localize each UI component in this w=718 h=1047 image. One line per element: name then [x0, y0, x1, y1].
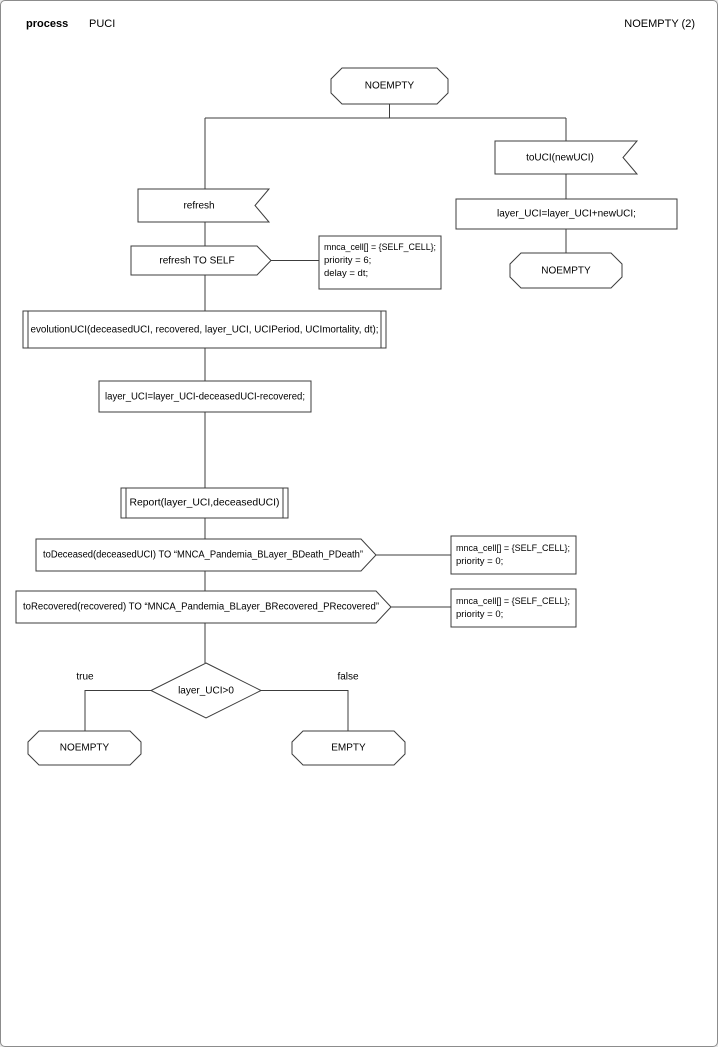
process-name: PUCI [89, 18, 115, 30]
procedure-label: Report(layer_UCI,deceasedUCI) [130, 498, 280, 509]
output-torecovered: toRecovered(recovered) TO “MNCA_Pandemia… [15, 590, 392, 624]
note-line: priority = 0; [456, 609, 503, 620]
note-box [318, 235, 442, 290]
task-layer-subtract: layer_UCI=layer_UCI-deceasedUCI-recovere… [98, 380, 312, 413]
note-line: mnca_cell[] = {SELF_CELL}; [456, 596, 570, 607]
note-recovered: mnca_cell[] = {SELF_CELL}; priority = 0; [450, 588, 577, 628]
output-label: refresh TO SELF [159, 256, 234, 267]
note-box [450, 535, 577, 575]
state-label: NOEMPTY [60, 743, 110, 754]
task-layer-add: layer_UCI=layer_UCI+newUCI; [455, 198, 678, 230]
input-label: toUCI(newUCI) [526, 153, 594, 164]
input-label: refresh [183, 201, 214, 212]
decision-layeruci: layer_UCI>0 [149, 662, 263, 719]
procedure-label: evolutionUCI(deceasedUCI, recovered, lay… [31, 325, 379, 336]
procedure-report: Report(layer_UCI,deceasedUCI) [120, 487, 289, 519]
note-refresh: mnca_cell[] = {SELF_CELL}; priority = 6;… [318, 235, 442, 290]
branch-label-true: true [76, 672, 94, 683]
note-deceased: mnca_cell[] = {SELF_CELL}; priority = 0; [450, 535, 577, 575]
state-noempty-bottom: NOEMPTY [27, 730, 142, 766]
task-label: layer_UCI=layer_UCI+newUCI; [497, 209, 636, 220]
output-signal-shape [15, 590, 392, 624]
procedure-shape [120, 487, 289, 519]
output-refresh-self: refresh TO SELF [130, 245, 272, 276]
note-line: priority = 6; [324, 255, 371, 266]
input-touci: toUCI(newUCI) [494, 140, 639, 175]
note-line: delay = dt; [324, 268, 368, 279]
input-signal-shape [494, 140, 639, 175]
state-noempty-right: NOEMPTY [509, 252, 623, 289]
note-line: mnca_cell[] = {SELF_CELL}; [456, 543, 570, 554]
state-shape [330, 67, 449, 105]
false-branch-line [261, 690, 349, 731]
task-label: layer_UCI=layer_UCI-deceasedUCI-recovere… [105, 392, 305, 403]
true-branch-line [84, 690, 151, 731]
page-header: process PUCI NOEMPTY (2) [26, 18, 695, 30]
procedure-evolutionuci: evolutionUCI(deceasedUCI, recovered, lay… [22, 310, 387, 349]
state-empty-bottom: EMPTY [291, 730, 406, 766]
task-shape [455, 198, 678, 230]
procedure-shape [22, 310, 387, 349]
output-label: toDeceased(deceasedUCI) TO “MNCA_Pandemi… [43, 550, 363, 561]
output-todeceased: toDeceased(deceasedUCI) TO “MNCA_Pandemi… [35, 538, 377, 572]
input-refresh: refresh [137, 188, 271, 223]
input-signal-shape [137, 188, 271, 223]
connectors [84, 104, 567, 731]
decision-label: layer_UCI>0 [178, 686, 234, 697]
state-label: NOEMPTY [541, 266, 591, 277]
task-shape [98, 380, 312, 413]
state-shape [509, 252, 623, 289]
state-shape [291, 730, 406, 766]
decision-diamond-shape [149, 662, 263, 719]
note-line: priority = 0; [456, 556, 503, 567]
note-box [450, 588, 577, 628]
note-line: mnca_cell[] = {SELF_CELL}; [324, 242, 436, 253]
process-keyword: process [26, 18, 68, 30]
output-signal-shape [35, 538, 377, 572]
state-label: NOEMPTY [365, 81, 415, 92]
branch-label-false: false [337, 672, 359, 683]
state-noempty-top: NOEMPTY [330, 67, 449, 105]
state-label: EMPTY [331, 743, 366, 754]
state-shape [27, 730, 142, 766]
output-label: toRecovered(recovered) TO “MNCA_Pandemia… [23, 602, 379, 613]
output-signal-shape [130, 245, 272, 276]
page-title: NOEMPTY (2) [624, 18, 695, 30]
